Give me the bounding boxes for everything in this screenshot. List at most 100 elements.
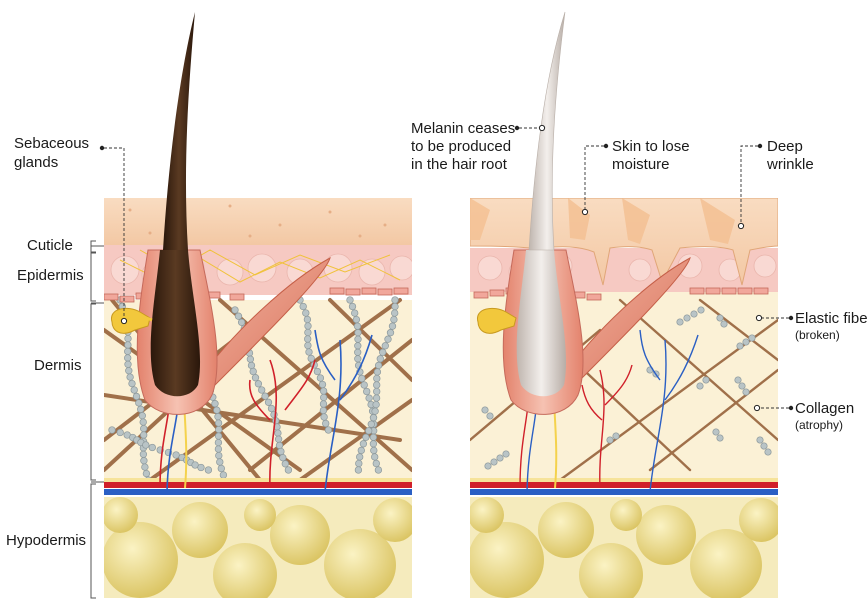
elastic-bead [320, 401, 327, 408]
elastic-bead [140, 451, 147, 458]
elastic-bead [375, 362, 382, 369]
elastic-bead [355, 336, 362, 343]
elastic-bead [217, 459, 224, 466]
artery-plexus [104, 482, 412, 488]
artery-plexus-aged [470, 482, 778, 488]
elastic-bead [124, 355, 131, 362]
moisture-label-line2: moisture [612, 156, 670, 173]
elastic-bead [304, 336, 311, 343]
elastic-bead [117, 429, 124, 436]
elastic-bead [391, 310, 398, 317]
elastic-bead [205, 467, 212, 474]
elastic-bead [320, 394, 327, 401]
elastic-bead [356, 454, 363, 461]
elastic-bead [349, 303, 356, 310]
elastic-bead [366, 395, 373, 402]
elastic-bead [355, 329, 362, 336]
elastic-bead [300, 303, 307, 310]
moisture-label-line1: Skin to lose [612, 138, 690, 155]
elastic-bead [363, 434, 370, 441]
elastic-bead [216, 426, 223, 433]
elastic-bead [173, 452, 180, 459]
elastic-bead [351, 310, 358, 317]
elastic-bead [143, 470, 150, 477]
sebaceous-label-line1: Sebaceous [14, 135, 89, 152]
elastic-bead [125, 335, 132, 342]
elastic-bead [235, 313, 242, 320]
cuticle-label: Cuticle [27, 237, 73, 254]
elastic-bead [262, 393, 269, 400]
elastic-bead [320, 407, 327, 414]
elastic-bead [215, 433, 222, 440]
elastic-bead [373, 388, 380, 395]
elastic-bead [252, 374, 259, 381]
elastic-bead [358, 447, 365, 454]
elastic-bead [355, 467, 362, 474]
elastic-bead [215, 420, 222, 427]
elastic-bead [275, 430, 282, 437]
elastic-bead [372, 408, 379, 415]
elastic-bead [278, 448, 285, 455]
elastic-bead [198, 464, 205, 471]
elastic-bead [385, 336, 392, 343]
elastic-bead [255, 381, 262, 388]
elastic-bead [304, 316, 311, 323]
elastic-bead [392, 297, 399, 304]
elastic-bead [360, 441, 367, 448]
elastic-bead [389, 323, 396, 330]
collagen-label-main: Collagen [795, 400, 854, 417]
elastic-bead [125, 361, 132, 368]
elastic-bead [212, 400, 219, 407]
elastic-bead [370, 414, 377, 421]
elastic-bead [347, 297, 354, 304]
wrinkle-label-line1: Deep [767, 138, 803, 155]
elastic-bead [374, 375, 381, 382]
dermis-label: Dermis [34, 357, 82, 374]
elastic-bead [141, 457, 148, 464]
elastic-bead [379, 349, 386, 356]
elastic-bead [220, 472, 227, 479]
elastic-bead [248, 362, 255, 369]
elastic-bead [391, 316, 398, 323]
elastic-bead [218, 465, 225, 472]
elastic-bead [387, 329, 394, 336]
elastic-bead [305, 329, 312, 336]
elastic-bead [140, 425, 147, 432]
elastic-bead [124, 348, 131, 355]
elastic-bead [353, 316, 360, 323]
melanin-leader [515, 125, 545, 130]
elastic-bead [319, 381, 326, 388]
elastic-bead [149, 444, 156, 451]
hypodermis-label: Hypodermis [6, 532, 86, 549]
elastic-bead [359, 375, 366, 382]
elastic-bead [356, 460, 363, 467]
elastic-bead [377, 356, 384, 363]
elastic-bead [214, 407, 221, 414]
elastic-bead [139, 412, 146, 419]
elastic-bead [361, 382, 368, 389]
elastic-label-sub: (broken) [795, 328, 840, 342]
elastic-bead [129, 380, 136, 387]
elastic-bead [142, 464, 149, 471]
elastic-bead [373, 460, 380, 467]
elastic-bead [373, 382, 380, 389]
elastic-bead [368, 421, 375, 428]
elastic-bead [140, 432, 147, 439]
wrinkle-label-line2: wrinkle [766, 156, 814, 173]
collagen-label-sub: (atrophy) [795, 418, 843, 432]
elastic-bead [363, 388, 370, 395]
elastic-bead [374, 369, 381, 376]
elastic-bead [306, 349, 313, 356]
elastic-bead [232, 307, 239, 314]
elastic-bead [370, 441, 377, 448]
elastic-bead [258, 387, 265, 394]
elastic-bead [126, 367, 133, 374]
elastic-label-main: Elastic fiber [795, 310, 867, 327]
elastic-bead [382, 343, 389, 350]
elastic-bead [285, 467, 292, 474]
elastic-bead [354, 349, 361, 356]
elastic-bead [238, 319, 245, 326]
melanin-label-line3: in the hair root [411, 156, 508, 173]
